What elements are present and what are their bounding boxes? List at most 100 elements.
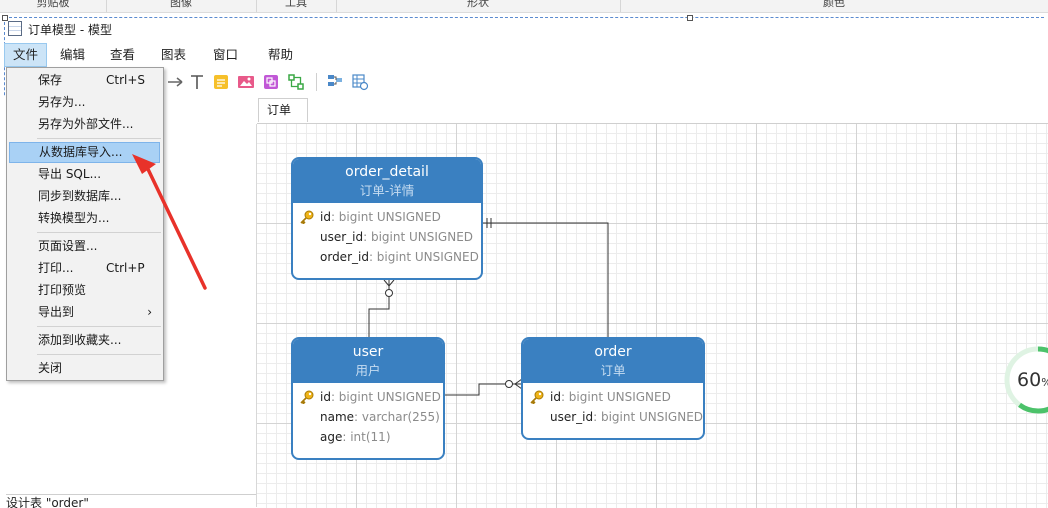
field-row[interactable]: id: bigint UNSIGNED: [293, 207, 481, 227]
many-marker: [514, 378, 523, 390]
menu-item-label: 导出到: [38, 305, 75, 319]
zoom-ring-icon: [1004, 346, 1048, 414]
text-icon[interactable]: [188, 73, 206, 91]
menu-item-sync-to-db[interactable]: 同步到数据库...: [38, 189, 122, 203]
menu-help[interactable]: 帮助: [268, 47, 294, 62]
field-row[interactable]: user_id: bigint UNSIGNED: [293, 227, 481, 247]
menu-item-close[interactable]: 关闭: [38, 361, 63, 375]
menu-separator: [37, 326, 161, 327]
menu-file[interactable]: 文件: [4, 43, 48, 67]
field-type: : varchar(255): [354, 410, 440, 424]
entity-header: user 用户: [293, 339, 443, 383]
menu-item-save-as-external[interactable]: 另存为外部文件...: [38, 117, 134, 131]
field-name: name: [320, 410, 355, 424]
tab-bar: [256, 96, 1048, 124]
layer-icon[interactable]: [287, 73, 305, 91]
field-type: : bigint UNSIGNED: [368, 250, 479, 264]
menu-item-import-from-db[interactable]: 从数据库导入...: [9, 142, 160, 163]
ribbon-group-labels: 剪贴板 图像 工具 形状 颜色: [0, 0, 1048, 13]
primary-key-icon: [300, 210, 314, 224]
menu-separator: [37, 138, 161, 139]
menu-item-save-as[interactable]: 另存为...: [38, 95, 86, 109]
menu-separator: [37, 232, 161, 233]
menu-item-export-to[interactable]: 导出到 ›: [9, 302, 160, 323]
entity-comment: 用户: [355, 363, 381, 378]
shape-icon[interactable]: [262, 73, 280, 91]
field-name: order_id: [320, 250, 369, 264]
field-type: : bigint UNSIGNED: [593, 410, 704, 424]
ribbon-group-tools: 工具: [256, 0, 337, 12]
menu-edit[interactable]: 编辑: [60, 47, 86, 62]
resize-handle[interactable]: [687, 15, 693, 21]
menu-item-export-sql[interactable]: 导出 SQL...: [38, 167, 102, 181]
table-icon[interactable]: [351, 73, 369, 91]
entity-name: order: [594, 344, 632, 360]
entity-order-detail[interactable]: order_detail 订单-详情 id: bigint UNSIGNED u…: [291, 157, 483, 280]
image-icon[interactable]: [237, 73, 255, 91]
entity-comment: 订单-详情: [359, 183, 415, 198]
field-row[interactable]: name: varchar(255): [293, 407, 443, 427]
relationship-line-detail-user: [368, 280, 390, 337]
field-name: age: [320, 430, 343, 444]
grid-select-icon[interactable]: [326, 73, 344, 91]
entity-comment: 订单: [600, 363, 626, 378]
ribbon-group-colors: 颜色: [823, 0, 845, 9]
menu-item-print-preview[interactable]: 打印预览: [38, 283, 87, 297]
field-type: : bigint UNSIGNED: [560, 390, 671, 404]
field-row[interactable]: user_id: bigint UNSIGNED: [523, 407, 703, 427]
zoom-indicator[interactable]: 60%: [1003, 345, 1048, 415]
menu-item-convert-model[interactable]: 转换模型为...: [38, 211, 110, 225]
shortcut-label: Ctrl+S: [106, 73, 146, 87]
entity-name: order_detail: [345, 164, 429, 180]
field-type: : bigint UNSIGNED: [330, 390, 441, 404]
field-row[interactable]: id: bigint UNSIGNED: [523, 387, 703, 407]
menu-view[interactable]: 查看: [110, 47, 136, 62]
note-icon[interactable]: [212, 73, 230, 91]
field-row[interactable]: age: int(11): [293, 427, 443, 447]
entity-name: user: [352, 344, 384, 360]
ribbon-group-image: 图像: [106, 0, 257, 12]
relationship-line-user-order: [445, 383, 522, 396]
field-type: : bigint UNSIGNED: [330, 210, 441, 224]
relationship-lines: [368, 218, 609, 396]
shortcut-label: Ctrl+P: [106, 261, 145, 275]
ribbon-group-clipboard: 剪贴板: [0, 0, 107, 12]
model-file-icon: [8, 21, 22, 36]
entity-order[interactable]: order 订单 id: bigint UNSIGNED user_id: bi…: [521, 337, 705, 440]
submenu-arrow-icon: ›: [147, 305, 152, 319]
ribbon-group-shapes: 形状: [336, 0, 621, 12]
annotation-arrow-icon: [132, 154, 207, 290]
menu-item-page-setup[interactable]: 页面设置...: [38, 239, 98, 253]
toolbar-separator: [316, 73, 317, 91]
resize-handle[interactable]: [2, 15, 8, 21]
field-row[interactable]: order_id: bigint UNSIGNED: [293, 247, 481, 267]
menu-item-add-favorite[interactable]: 添加到收藏夹...: [38, 333, 122, 347]
field-row[interactable]: id: bigint UNSIGNED: [293, 387, 443, 407]
field-name: user_id: [550, 410, 594, 424]
line-icon[interactable]: [166, 73, 184, 91]
menu-item-label: 打印...: [38, 261, 74, 275]
entity-header: order 订单: [523, 339, 703, 383]
zoom-number: 60: [1017, 369, 1042, 391]
many-marker: [383, 279, 395, 287]
primary-key-icon: [300, 390, 314, 404]
tab-order[interactable]: 订单: [258, 98, 308, 122]
entity-user[interactable]: user 用户 id: bigint UNSIGNED name: varcha…: [291, 337, 445, 460]
field-name: id: [320, 390, 331, 404]
field-type: : int(11): [342, 430, 391, 444]
diagram-canvas[interactable]: order_detail 订单-详情 id: bigint UNSIGNED u…: [257, 123, 1048, 508]
entity-header: order_detail 订单-详情: [293, 159, 481, 203]
field-name: id: [320, 210, 331, 224]
menu-chart[interactable]: 图表: [161, 47, 187, 62]
menubar: 文件 编辑 查看 图表 窗口 帮助: [0, 43, 1048, 67]
design-table-label[interactable]: 设计表 "order": [6, 494, 256, 508]
menu-item-print[interactable]: 打印... Ctrl+P: [9, 258, 160, 279]
window-title: 订单模型 - 模型: [28, 23, 112, 37]
zoom-value: 60%: [1017, 369, 1048, 394]
window-title-bar: 订单模型 - 模型: [8, 20, 112, 40]
field-name: user_id: [320, 230, 364, 244]
menu-window[interactable]: 窗口: [213, 47, 239, 62]
selection-border-top: [4, 17, 1044, 18]
